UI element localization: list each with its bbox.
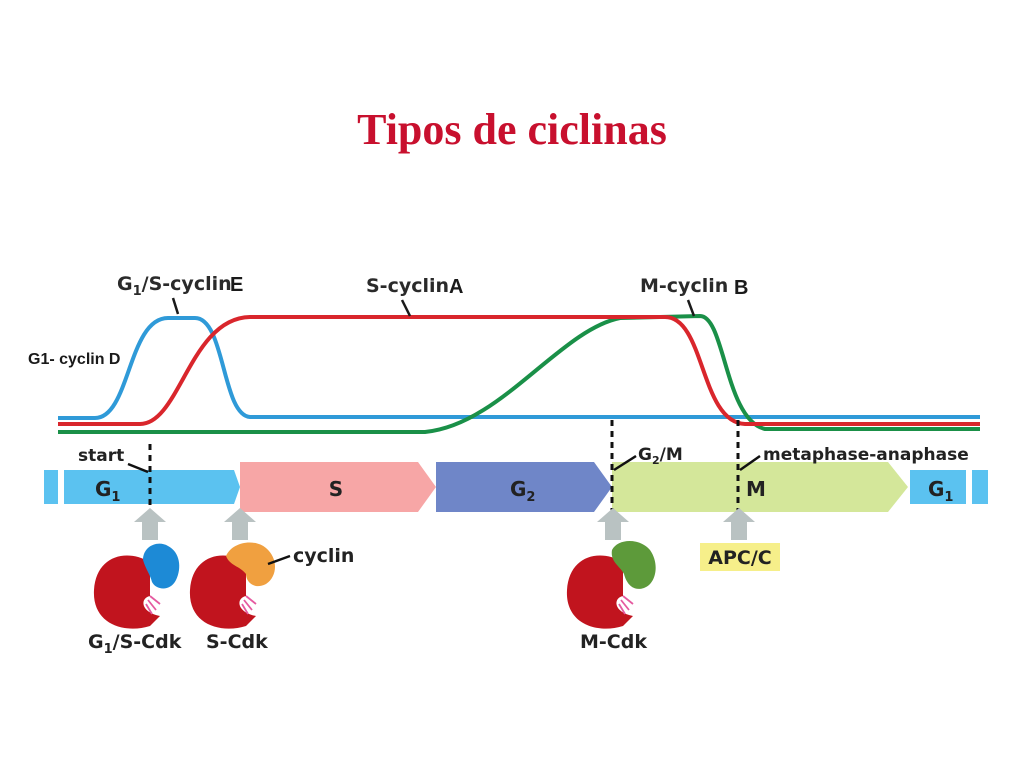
svg-text:G1/S-cyclin: G1/S-cyclin bbox=[117, 273, 232, 299]
apc-box bbox=[700, 543, 780, 571]
g1s-cdk-sub: 1 bbox=[104, 642, 113, 657]
start-pointer bbox=[127, 462, 149, 474]
svg-text:G1: G1 bbox=[928, 477, 953, 505]
phase-g1-end-sub: 1 bbox=[944, 490, 953, 505]
g1-cyclin-d-label: G1- cyclin D bbox=[28, 351, 120, 368]
g1s-cdk-label: G bbox=[88, 631, 104, 653]
phase-g2-label: G bbox=[510, 477, 526, 501]
phase-m-label: M bbox=[746, 477, 766, 501]
g2m-label-rest: /M bbox=[660, 445, 683, 465]
g1s-phosphorylation-marks bbox=[145, 595, 161, 615]
metaphase-anaphase-label: metaphase-anaphase bbox=[763, 445, 969, 465]
m-phosphorylation-marks bbox=[618, 595, 634, 615]
phase-g2-arrow bbox=[436, 462, 612, 512]
phase-g1-label: G bbox=[95, 477, 111, 501]
s-cyclin-letter: A bbox=[449, 276, 463, 298]
phase-g2-sub: 2 bbox=[526, 490, 535, 505]
svg-text:G1: G1 bbox=[95, 477, 120, 505]
cyclin-label: cyclin bbox=[293, 545, 354, 567]
g1s-cdk-label-rest: /S-Cdk bbox=[113, 631, 182, 653]
s-phosphorylation-marks bbox=[241, 595, 257, 615]
s-cyclin-shape bbox=[226, 542, 275, 587]
g2m-sub: 2 bbox=[652, 454, 660, 467]
s-activation-arrow bbox=[224, 508, 256, 540]
cyclin-pointer bbox=[267, 554, 291, 566]
s-cdk-shape bbox=[189, 555, 256, 629]
g1s-cyclin-label-rest: /S-cyclin bbox=[142, 273, 232, 295]
phase-g1-sub: 1 bbox=[111, 490, 120, 505]
m-cdk-complex bbox=[566, 541, 656, 629]
g1s-activation-arrow bbox=[134, 508, 166, 540]
phase-m-arrow bbox=[612, 462, 908, 512]
apc-label: APC/C bbox=[708, 547, 771, 569]
m-cyclin-shape bbox=[611, 541, 656, 589]
s-label-pointer bbox=[400, 299, 412, 317]
page-title: Tipos de ciclinas bbox=[357, 105, 667, 154]
g1s-cyclin-curve bbox=[58, 316, 980, 420]
phase-g1-end-label: G bbox=[928, 477, 944, 501]
m-cyclin-label: M-cyclin bbox=[640, 275, 728, 297]
g2m-label: G bbox=[638, 445, 652, 465]
s-cyclin-label: S-cyclin bbox=[366, 275, 449, 297]
g1s-cyclin-label-sub: 1 bbox=[133, 284, 142, 299]
s-cyclin-curve bbox=[58, 315, 980, 426]
s-cdk-label: S-Cdk bbox=[206, 631, 268, 653]
svg-text:G1/S-Cdk: G1/S-Cdk bbox=[88, 631, 182, 657]
g1s-label-pointer bbox=[171, 297, 180, 315]
g2m-pointer bbox=[613, 454, 637, 472]
m-cdk-shape bbox=[566, 555, 633, 629]
phase-s-arrow bbox=[240, 462, 436, 512]
start-label: start bbox=[78, 446, 124, 466]
left-edge-segment bbox=[44, 470, 58, 504]
g1s-cdk-complex bbox=[93, 543, 180, 629]
m-label-pointer bbox=[686, 299, 696, 317]
phase-g1-end-segment bbox=[910, 470, 966, 504]
right-edge-segment bbox=[972, 470, 988, 504]
g1s-cdk-shape bbox=[93, 555, 160, 629]
svg-text:G2/M: G2/M bbox=[638, 445, 683, 467]
m-cyclin-letter: B bbox=[734, 277, 748, 299]
m-cdk-label: M-Cdk bbox=[580, 631, 647, 653]
m-cyclin-curve bbox=[58, 313, 980, 434]
g1s-cyclin-shape bbox=[143, 543, 180, 589]
g1s-cyclin-label-main: G bbox=[117, 273, 133, 295]
phase-s-label: S bbox=[329, 477, 343, 501]
svg-text:G2: G2 bbox=[510, 477, 535, 505]
m-activation-arrow bbox=[597, 508, 629, 540]
s-cdk-complex bbox=[189, 542, 275, 629]
phase-g1-arrow bbox=[64, 470, 240, 504]
metaphase-pointer bbox=[739, 454, 761, 472]
apc-activation-arrow bbox=[723, 508, 755, 540]
g1s-cyclin-letter: E bbox=[230, 274, 243, 296]
